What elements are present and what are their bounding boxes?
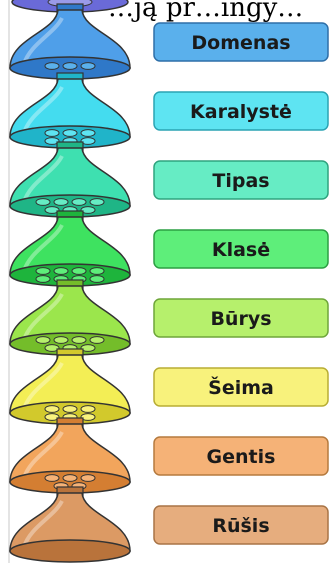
rank-box-bg [153,229,329,269]
rank-label: Šeima [208,375,274,399]
coin-icon [44,344,60,352]
coin-icon [80,129,96,137]
vessel-highlight [22,430,64,479]
coin-icon [62,129,78,137]
rank-box-bg [153,367,329,407]
coin-icon [44,137,60,145]
rank-box-6: Gentis [153,436,329,476]
coin-icon [53,267,69,275]
coin-icon [44,206,60,214]
vessel-highlight [22,223,64,272]
coin-icon [44,405,60,413]
rank-box-bg [153,436,329,476]
vessel-6 [9,417,131,494]
vessel-2 [9,141,131,218]
vessel-highlight [22,16,64,65]
vessel-1 [9,72,131,149]
coin-icon [62,405,78,413]
rank-box-2: Tipas [153,160,329,200]
vessel-5 [9,348,131,425]
coin-icon [44,129,60,137]
coin-icon [80,206,96,214]
rank-box-bg [153,160,329,200]
vessel-highlight [22,154,64,203]
coin-icon [89,267,105,275]
vessel-3 [9,210,131,287]
rank-box-bg [153,505,329,545]
rank-box-0: Domenas [153,22,329,62]
coin-icon [80,62,96,70]
vessel-stack [8,0,131,563]
vessel-7 [9,486,131,563]
rank-label: Būrys [210,308,271,330]
coin-icon [71,267,87,275]
coin-icon [35,336,51,344]
vessel-highlight [22,85,64,134]
rank-label: Tipas [212,170,269,192]
coin-icon [62,62,78,70]
rank-box-bg [153,91,329,131]
rank-label: Domenas [191,32,290,54]
rank-label: Karalystė [190,101,292,123]
coin-icon [44,474,60,482]
rank-box-bg [153,22,329,62]
cropped-top-caption: …ją pr…ingy… [108,0,303,23]
vessel-highlight [22,499,64,548]
coin-icon [80,405,96,413]
coin-icon [35,275,51,283]
rank-label: Rūšis [212,515,269,537]
coin-icon [80,137,96,145]
coin-icon [80,474,96,482]
coin-icon [80,413,96,421]
vessel-highlight [22,361,64,410]
coin-icon [89,336,105,344]
rank-label: Klasė [212,239,270,261]
coin-icon [53,198,69,206]
coin-icon [53,336,69,344]
coin-icon [89,275,105,283]
rank-box-7: Rūšis [153,505,329,545]
rank-label: Gentis [207,446,276,468]
rank-box-bg [153,298,329,338]
coin-icon [44,62,60,70]
coin-icon [89,198,105,206]
coin-icon [35,267,51,275]
coin-icon [44,413,60,421]
rank-box-3: Klasė [153,229,329,269]
vessel-4 [9,279,131,356]
rank-box-5: Šeima [153,367,329,407]
coin-icon [71,198,87,206]
rank-box-4: Būrys [153,298,329,338]
coin-icon [62,474,78,482]
coin-icon [35,198,51,206]
rank-box-1: Karalystė [153,91,329,131]
coin-icon [71,336,87,344]
rank-label-boxes: DomenasKaralystėTipasKlasėBūrysŠeimaGent… [153,22,329,545]
coin-icon [80,344,96,352]
vessel-rim [9,539,131,563]
vessel-highlight [22,292,64,341]
